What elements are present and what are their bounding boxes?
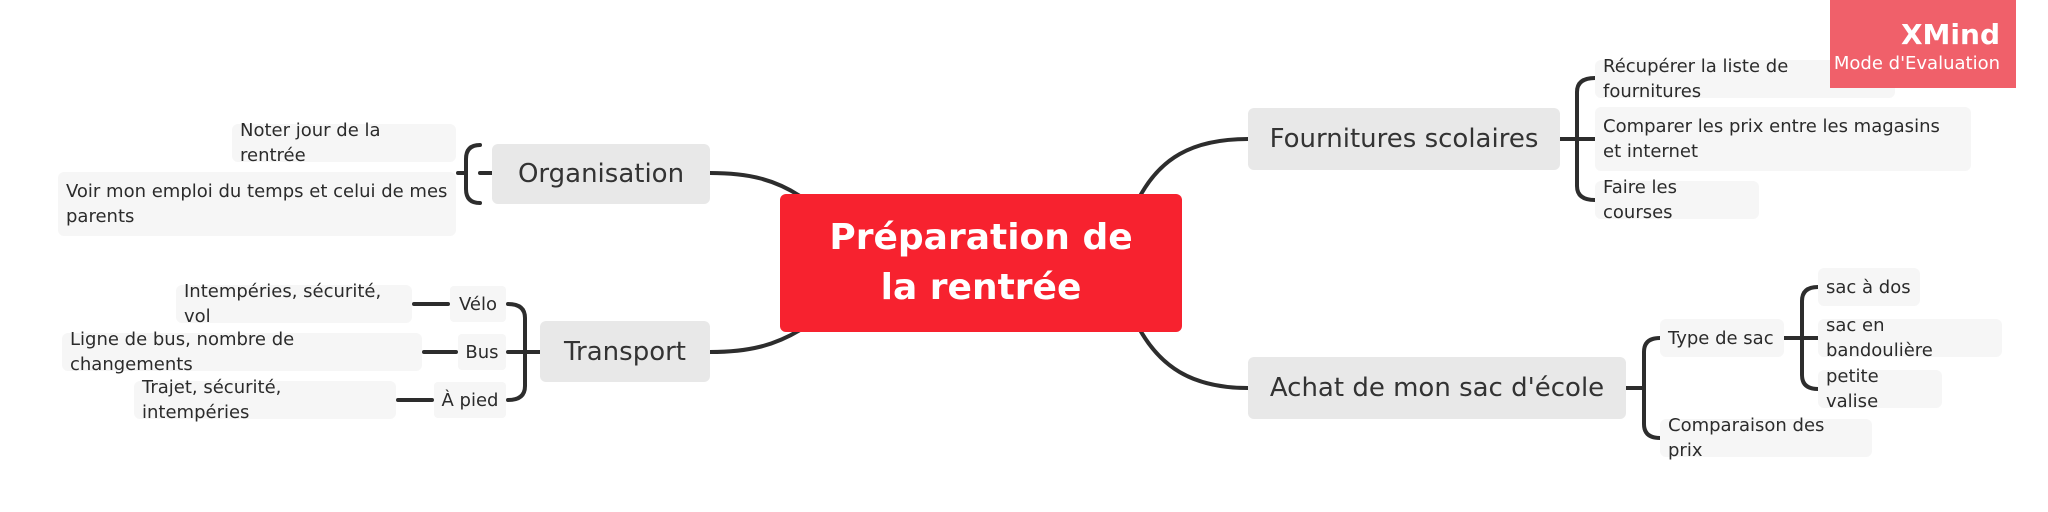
option-sac-bandouliere[interactable]: sac en bandoulière — [1818, 315, 2002, 361]
subtopic-type-de-sac[interactable]: Type de sac — [1660, 319, 1784, 357]
option-petite-valise[interactable]: petite valise — [1818, 366, 1942, 412]
topic-fournitures[interactable]: Fournitures scolaires — [1248, 108, 1560, 170]
transport-mode-velo[interactable]: Vélo — [450, 286, 506, 322]
bracket-organisation — [464, 143, 494, 205]
transport-mode-pied[interactable]: À pied — [434, 382, 506, 418]
edge-root-sac — [1138, 328, 1250, 390]
xmind-watermark: XMind Mode d'Evaluation — [1830, 0, 2016, 88]
root-topic-label: Préparation de la rentrée — [829, 217, 1133, 308]
transport-detail-velo[interactable]: Intempéries, sécurité, vol — [176, 281, 412, 327]
transport-detail-bus[interactable]: Ligne de bus, nombre de changements — [62, 329, 422, 375]
bracket-fournitures — [1558, 76, 1597, 202]
topic-transport[interactable]: Transport — [540, 321, 710, 382]
topic-organisation[interactable]: Organisation — [492, 144, 710, 204]
topic-achat-sac-label: Achat de mon sac d'école — [1269, 373, 1605, 403]
topic-achat-sac[interactable]: Achat de mon sac d'école — [1248, 357, 1626, 419]
edge-root-organisation — [708, 171, 802, 198]
transport-mode-bus[interactable]: Bus — [458, 334, 506, 370]
edge-root-transport — [708, 328, 802, 354]
subtopic-emploi-du-temps[interactable]: Voir mon emploi du temps et celui de mes… — [58, 172, 456, 236]
topic-fournitures-label: Fournitures scolaires — [1269, 124, 1539, 154]
topic-transport-label: Transport — [563, 336, 686, 367]
subtopic-comparaison-prix[interactable]: Comparaison des prix — [1660, 415, 1872, 461]
watermark-title: XMind — [1900, 18, 2000, 51]
topic-organisation-label: Organisation — [517, 159, 685, 189]
edge-root-fournitures — [1138, 137, 1250, 198]
subtopic-noter-jour[interactable]: Noter jour de la rentrée — [232, 120, 456, 166]
subtopic-comparer-prix[interactable]: Comparer les prix entre les magasins et … — [1595, 107, 1971, 171]
bracket-type — [1782, 285, 1820, 391]
watermark-subtitle: Mode d'Evaluation — [1833, 53, 2000, 74]
transport-detail-pied[interactable]: Trajet, sécurité, intempéries — [134, 377, 396, 423]
option-sac-a-dos[interactable]: sac à dos — [1818, 268, 1920, 306]
subtopic-faire-courses[interactable]: Faire les courses — [1595, 177, 1759, 223]
bracket-sac — [1624, 336, 1662, 440]
bracket-transport — [506, 302, 542, 402]
root-topic[interactable]: Préparation de la rentrée — [780, 194, 1182, 332]
